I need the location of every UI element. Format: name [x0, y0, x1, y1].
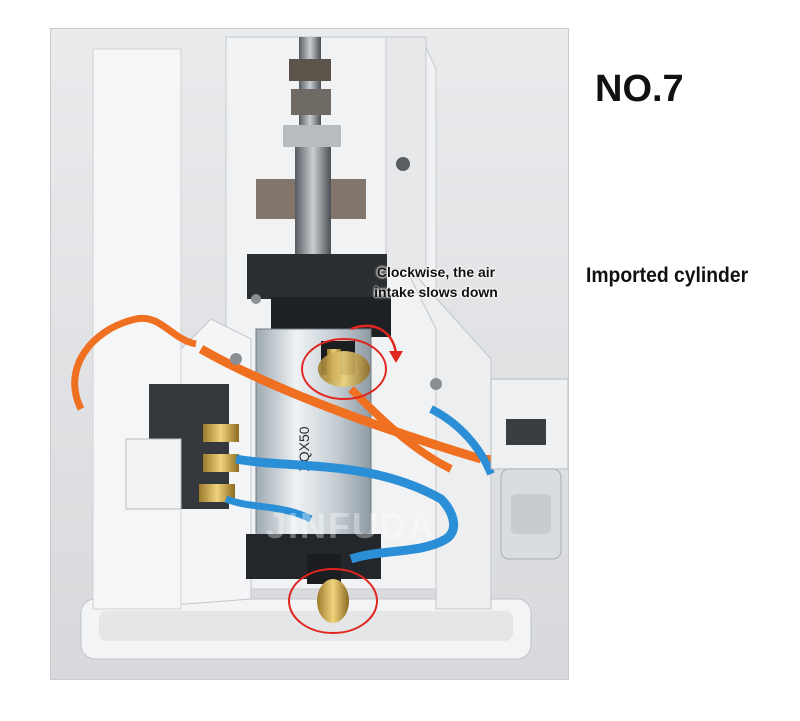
- tube-orange-main: [198, 345, 483, 464]
- screw-2: [430, 378, 442, 390]
- screw-3: [251, 294, 261, 304]
- frame-upper-wall: [385, 36, 427, 270]
- cylinder-top-cap: [247, 254, 387, 299]
- flow-adjust-callout: Clockwise, the air intake slows down: [336, 262, 536, 302]
- tube-blue-lower: [224, 495, 313, 523]
- screw-1: [230, 353, 242, 365]
- tube-orange-left: [71, 314, 197, 411]
- filter-element: [511, 494, 551, 534]
- tube-blue-main: [235, 454, 459, 564]
- brand-watermark: JINFUDA: [266, 505, 437, 546]
- bottom-valve-knob: [317, 579, 349, 623]
- frame-right-panel: [400, 258, 492, 610]
- callout-line-1: Clockwise, the air: [376, 264, 496, 280]
- clamp-block: [283, 125, 341, 147]
- highlight-circle-icon: [288, 568, 378, 634]
- component-caption: Imported cylinder: [586, 264, 749, 287]
- figure-number: NO.7: [595, 68, 684, 110]
- regulator-fitting: [506, 419, 546, 445]
- frame-hole: [396, 157, 410, 171]
- machine-illustration: XQX50: [51, 29, 568, 679]
- clockwise-arrow-head-icon: [389, 351, 403, 363]
- product-photo: XQX50: [50, 28, 569, 680]
- valve-bracket: [125, 438, 182, 510]
- callout-line-2: intake slows down: [374, 284, 498, 300]
- clockwise-arrow-icon: [350, 324, 398, 358]
- cylinder-marking: XQX50: [296, 426, 312, 471]
- brass-fitting-2: [203, 454, 239, 472]
- brass-fitting-1: [203, 424, 239, 442]
- highlight-circle-icon: [301, 338, 387, 400]
- brass-fitting-3: [199, 484, 235, 502]
- tube-orange-mid: [348, 386, 453, 473]
- mid-nut: [291, 89, 331, 115]
- top-nut: [289, 59, 331, 81]
- piston-rod: [295, 147, 331, 267]
- top-valve-knob: [318, 351, 370, 387]
- tube-blue-right: [429, 405, 495, 476]
